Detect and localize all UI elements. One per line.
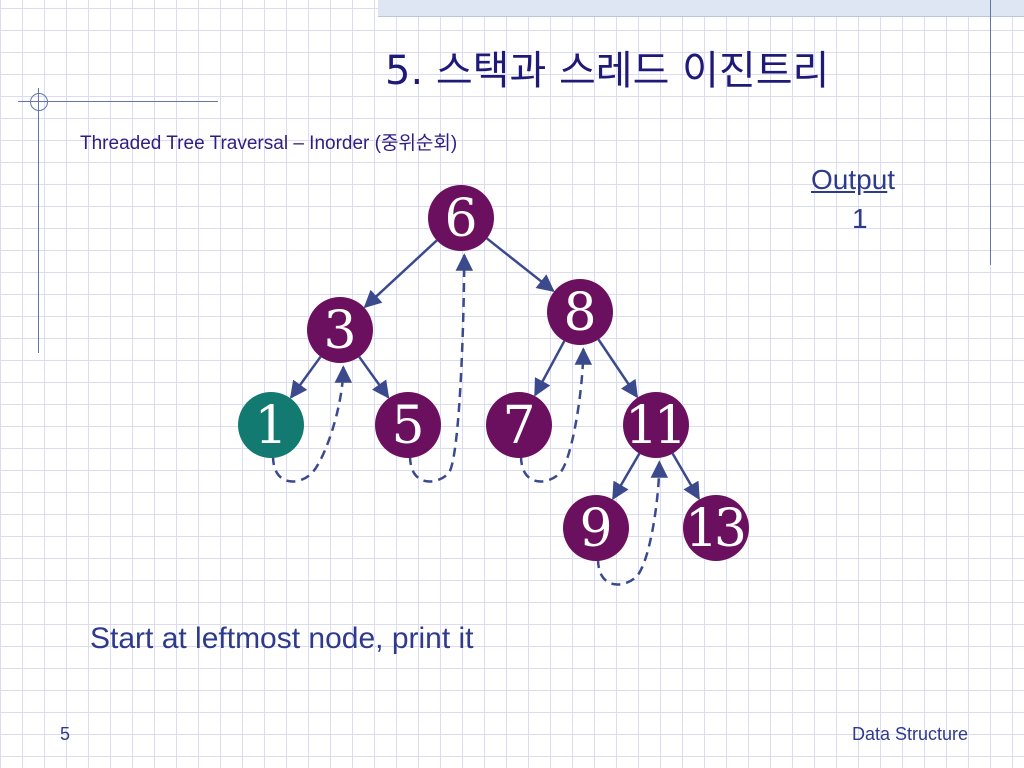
tree-node-5: 5 bbox=[375, 392, 441, 458]
tree-node-6: 6 bbox=[428, 185, 494, 251]
thread-7-to-8 bbox=[519, 347, 593, 483]
output-value: 1 bbox=[852, 203, 868, 234]
tree-node-label: 13 bbox=[685, 499, 747, 559]
tree-node-13: 13 bbox=[683, 495, 749, 561]
output-label-rest: t bbox=[887, 164, 896, 195]
tree-node-label: 7 bbox=[502, 396, 535, 456]
tree-node-circle bbox=[486, 392, 552, 458]
tree-edge-8-7 bbox=[534, 340, 566, 397]
tree-node-1: 1 bbox=[238, 392, 304, 458]
tree-edge-11-13 bbox=[671, 452, 700, 501]
output-label-underlined: Outpu bbox=[811, 164, 888, 195]
decor-vertical-line-left bbox=[38, 88, 39, 353]
slide-subtitle: Threaded Tree Traversal – Inorder (중위순회) bbox=[80, 133, 458, 154]
tree-node-3: 3 bbox=[307, 297, 373, 363]
footer-label: Data Structure bbox=[852, 724, 969, 744]
top-decor-band bbox=[378, 0, 1024, 17]
tree-node-circle bbox=[375, 392, 441, 458]
tree-node-circle bbox=[683, 495, 749, 561]
tree-node-circle bbox=[238, 392, 304, 458]
tree-node-9: 9 bbox=[563, 495, 629, 561]
tree-node-label: 5 bbox=[391, 396, 424, 456]
tree-nodes: 6 3 8 1 5 7 119 13 bbox=[238, 185, 749, 561]
tree-node-label: 9 bbox=[579, 499, 612, 559]
tree-edge-6-3 bbox=[363, 239, 438, 309]
tree-edges bbox=[289, 237, 700, 501]
tree-node-8: 8 bbox=[547, 279, 613, 345]
tree-node-circle bbox=[563, 495, 629, 561]
decor-vertical-line-right bbox=[990, 0, 991, 265]
tree-node-label: 1 bbox=[254, 396, 287, 456]
thread-5-to-6 bbox=[408, 253, 474, 483]
tree-node-circle bbox=[428, 185, 494, 251]
output-label: Output bbox=[811, 164, 895, 196]
decor-horizontal-line bbox=[18, 101, 218, 102]
tree-node-label: 6 bbox=[444, 189, 477, 249]
tree-edge-6-8 bbox=[486, 237, 555, 293]
tree-node-7: 7 bbox=[486, 392, 552, 458]
tree-node-label: 8 bbox=[563, 283, 596, 343]
tree-node-circle bbox=[547, 279, 613, 345]
slide-title: 5. 스택과 스레드 이진트리 bbox=[385, 48, 830, 94]
decor-circle bbox=[30, 93, 48, 111]
thread-1-to-3 bbox=[271, 365, 353, 483]
tree-edge-8-11 bbox=[597, 338, 639, 399]
tree-edge-3-1 bbox=[289, 355, 322, 399]
tree-node-label: 3 bbox=[323, 301, 356, 361]
tree-node-circle bbox=[623, 392, 689, 458]
tree-edge-3-5 bbox=[358, 356, 390, 399]
slide-number: 5 bbox=[60, 724, 71, 744]
tree-node-label: 11 bbox=[625, 396, 687, 456]
tree-node-11: 11 bbox=[623, 392, 689, 458]
tree-edge-11-9 bbox=[612, 452, 641, 501]
tree-threads bbox=[271, 253, 669, 586]
tree-node-circle bbox=[307, 297, 373, 363]
slide-caption: Start at leftmost node, print it bbox=[90, 622, 474, 655]
thread-9-to-11 bbox=[596, 460, 669, 586]
